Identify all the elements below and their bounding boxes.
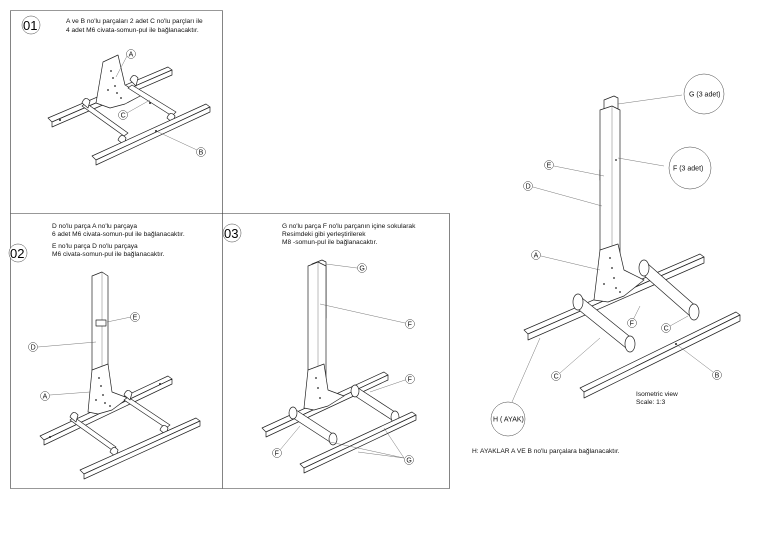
step-02-line-4: E no'lu parça D no'lu parçaya	[52, 243, 138, 250]
step-03-line-3: M8 -somun-pul ile bağlanacaktır.	[282, 239, 377, 246]
callout-g: G (3 adet)	[689, 92, 721, 99]
step-01-label-a: A	[129, 52, 134, 59]
isometric-scale: Scale: 1:3	[636, 399, 666, 406]
panel-frames	[10, 10, 450, 489]
step-02-line-5: M6 civata-somun-pul ile bağlanacaktır.	[52, 251, 165, 258]
callout-h: H ( AYAK)	[493, 417, 524, 424]
callout-c-left: C	[554, 374, 559, 381]
callout-f: F (3 adet)	[673, 166, 703, 173]
step-03-number: 03	[224, 226, 238, 241]
step-03-label-f-column: F	[408, 322, 412, 329]
step-03-drawing	[261, 259, 417, 474]
step-03-label-f-right: F	[408, 377, 412, 384]
step-02-label-e: E	[133, 315, 138, 322]
step-02-label-a: A	[43, 394, 48, 401]
step-01-label-b: B	[199, 150, 204, 157]
step-03-line-2: Resimdeki gibi yerleştirilerek	[282, 231, 366, 238]
step-03-label-g-bottom: G	[406, 458, 411, 465]
isometric-view-title: Isometric view	[636, 391, 678, 398]
step-01-line-2: 4 adet M6 civata-somun-pul ile bağlanaca…	[66, 27, 199, 34]
callout-f-feet: F	[630, 321, 634, 328]
step-03-label-g-top: G	[359, 266, 364, 273]
step-01-number: 01	[23, 18, 37, 33]
isometric-footnote: H: AYAKLAR A VE B no'lu parçalara bağlan…	[472, 448, 620, 455]
step-02-line-1: D no'lu parça A no'lu parçaya	[52, 223, 137, 230]
step-02-label-d: D	[31, 345, 36, 352]
step-02-drawing	[39, 271, 201, 480]
callout-b: B	[715, 373, 720, 380]
callout-c-right: C	[664, 326, 669, 333]
step-01-label-c: C	[121, 113, 126, 120]
step-02-line-2: 6 adet M6 civata-somun-pul ile bağlanaca…	[52, 231, 185, 238]
step-02-panel: 02 D no'lu parça A no'lu parçaya 6 adet …	[8, 223, 201, 480]
step-02-number: 02	[10, 246, 24, 261]
step-01-line-1: A ve B no'lu parçaları 2 adet C no'lu pa…	[66, 18, 203, 25]
callout-d: D	[526, 184, 531, 191]
callout-a: A	[534, 253, 539, 260]
callout-e: E	[547, 163, 552, 170]
isometric-drawing	[523, 95, 741, 399]
step-03-panel: 03 G no'lu parça F no'lu parçanın içine …	[222, 223, 417, 474]
step-03-label-f-left: F	[275, 451, 279, 458]
step-01-drawing	[47, 54, 211, 166]
step-01-panel: 01 A ve B no'lu parçaları 2 adet C no'lu…	[21, 15, 211, 166]
step-03-line-1: G no'lu parça F no'lu parçanın içine sok…	[282, 223, 416, 230]
isometric-view: G (3 adet) F (3 adet) E D A F C C B H ( …	[472, 73, 741, 455]
